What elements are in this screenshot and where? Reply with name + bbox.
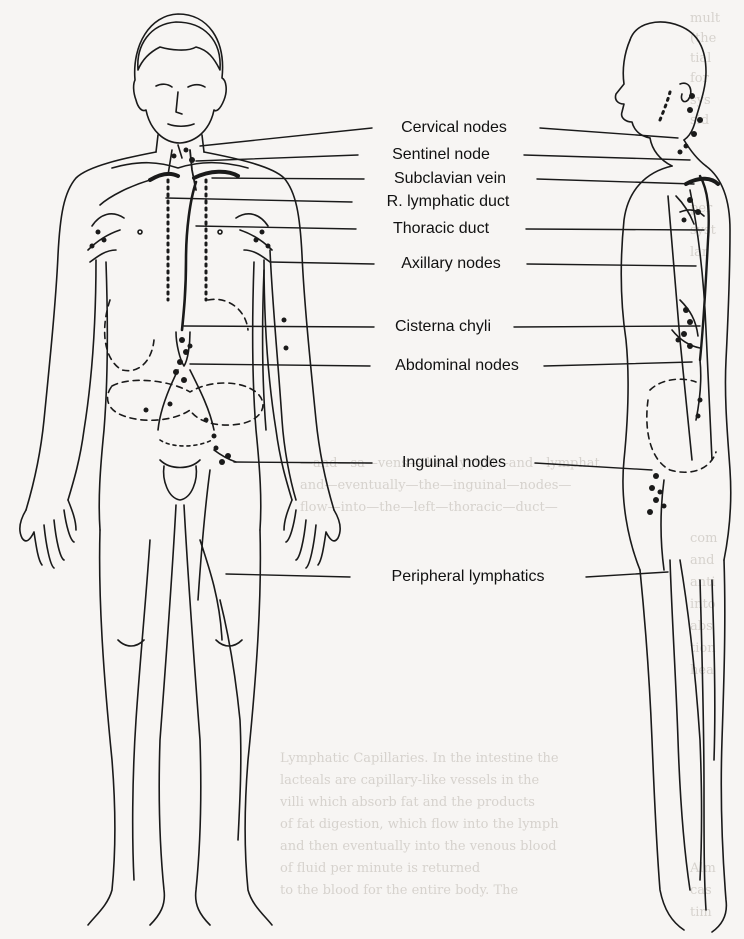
side-lymphatic-vessels	[647, 92, 718, 890]
label-sentinel-node: Sentinel node	[392, 146, 490, 164]
front-lymphatic-vessels	[88, 145, 296, 880]
label-inguinal-nodes: Inguinal nodes	[402, 454, 506, 472]
side-lymph-nodes	[647, 93, 703, 515]
front-lymph-nodes	[90, 148, 289, 466]
label-peripheral-lymphatics: Peripheral lymphatics	[392, 568, 545, 586]
label-thoracic-duct: Thoracic duct	[393, 220, 489, 238]
label-axillary-nodes: Axillary nodes	[401, 255, 501, 273]
label-cervical-nodes: Cervical nodes	[401, 119, 507, 137]
label-abdominal-nodes: Abdominal nodes	[395, 357, 519, 375]
label-r-lymphatic-duct: R. lymphatic duct	[387, 193, 510, 211]
label-cisterna-chyli: Cisterna chyli	[395, 318, 491, 336]
label-subclavian-vein: Subclavian vein	[394, 170, 506, 188]
